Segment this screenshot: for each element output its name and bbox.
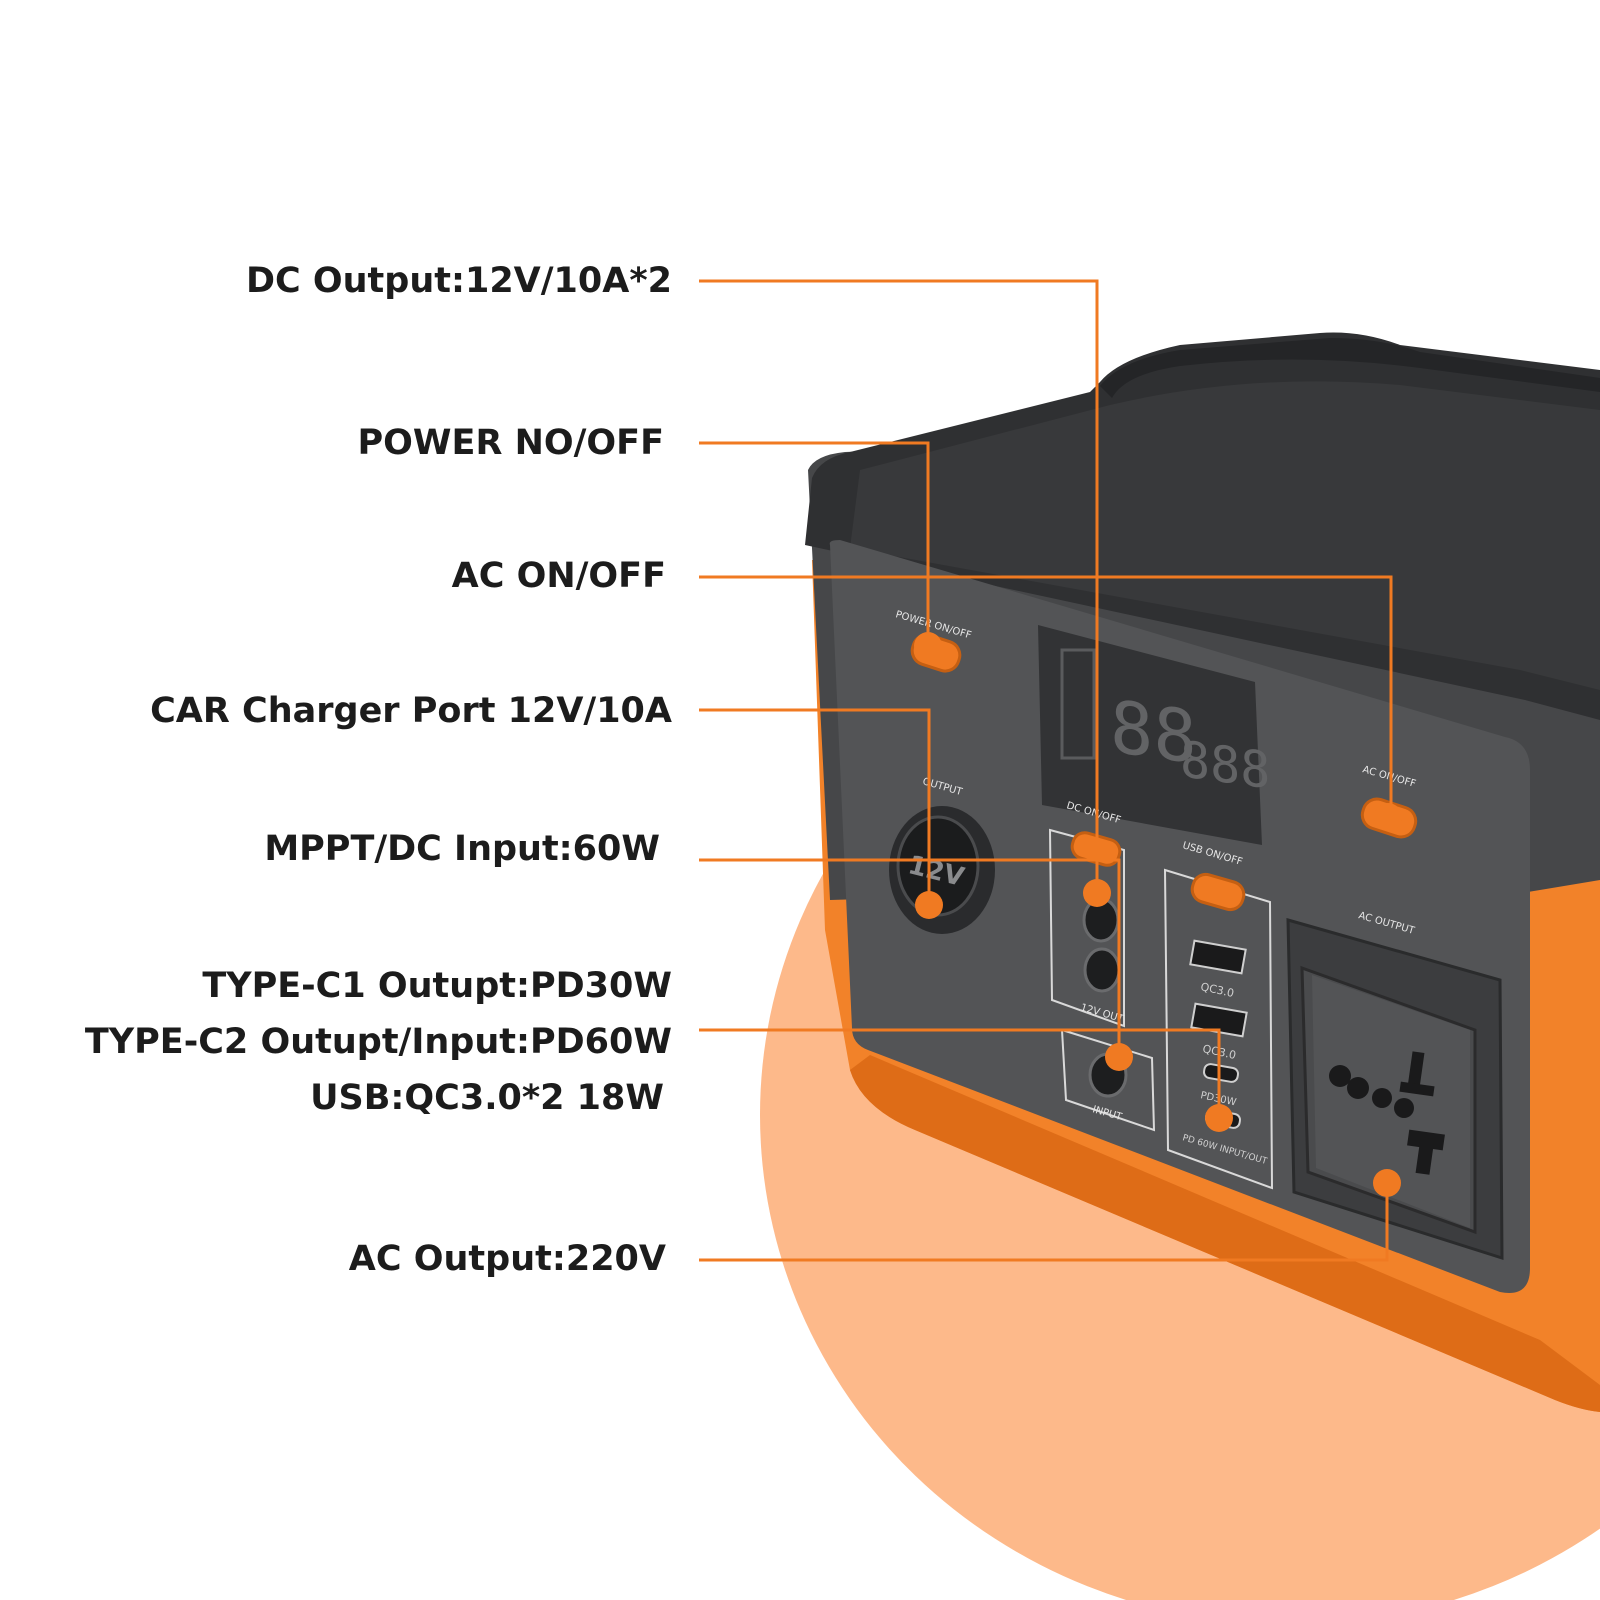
callout-dc-output: DC Output:12V/10A*2 xyxy=(245,261,672,301)
callout-dots xyxy=(914,632,1402,1197)
power-station: 88 888 POWER ON/OFF OUTPUT 12V DC ON/OFF… xyxy=(805,332,1600,1412)
callout-ac-switch: AC ON/OFF xyxy=(451,556,666,596)
dc-output-group: DC ON/OFF 12V OUT xyxy=(1048,800,1125,1028)
leader-car-charger xyxy=(699,708,931,905)
callout-car-charger: CAR Charger Port 12V/10A xyxy=(150,691,672,731)
dc-jack-2[interactable] xyxy=(1083,947,1121,993)
leader-dc-output xyxy=(699,279,1099,893)
dot-power xyxy=(914,632,942,660)
dot-dc-output xyxy=(1083,879,1111,907)
handle-bar xyxy=(1100,338,1600,398)
lcd-display: 88 888 xyxy=(1038,625,1270,845)
orange-shell-shade xyxy=(850,1055,1600,1412)
leader-ac-switch xyxy=(699,575,1393,817)
callout-leaders xyxy=(699,279,1393,1262)
leader-mppt xyxy=(699,858,1121,1057)
callout-mppt: MPPT/DC Input:60W xyxy=(264,829,660,869)
dot-ac-switch xyxy=(1374,803,1402,831)
dot-mppt xyxy=(1105,1043,1133,1071)
leader-ac-output xyxy=(699,1183,1389,1262)
dot-car-charger xyxy=(915,891,943,919)
callout-usb-block: TYPE-C1 Outupt:PD30W TYPE-C2 Outupt/Inpu… xyxy=(85,958,672,1126)
callout-usb-qc: USB:QC3.0*2 18W xyxy=(310,1078,664,1118)
dot-usb xyxy=(1205,1104,1233,1132)
callout-type-c2: TYPE-C2 Outupt/Input:PD60W xyxy=(84,1022,672,1062)
leader-usb xyxy=(699,1028,1221,1118)
dot-ac-output xyxy=(1373,1169,1401,1197)
usb-a-port-2[interactable] xyxy=(1190,1002,1248,1038)
ac-outlet[interactable] xyxy=(1286,918,1504,1261)
callout-type-c1: TYPE-C1 Outupt:PD30W xyxy=(202,966,672,1006)
usb-switch[interactable] xyxy=(1189,871,1247,912)
lcd-digits-left: 88 xyxy=(1110,685,1197,781)
top-lid-inner xyxy=(850,381,1600,690)
callout-power: POWER NO/OFF xyxy=(357,423,664,463)
car-charger-port[interactable]: 12V xyxy=(889,806,995,934)
usb-a-port-1[interactable] xyxy=(1189,939,1247,975)
callout-ac-output: AC Output:220V xyxy=(348,1239,666,1279)
lcd-digits-right: 888 xyxy=(1180,729,1270,800)
